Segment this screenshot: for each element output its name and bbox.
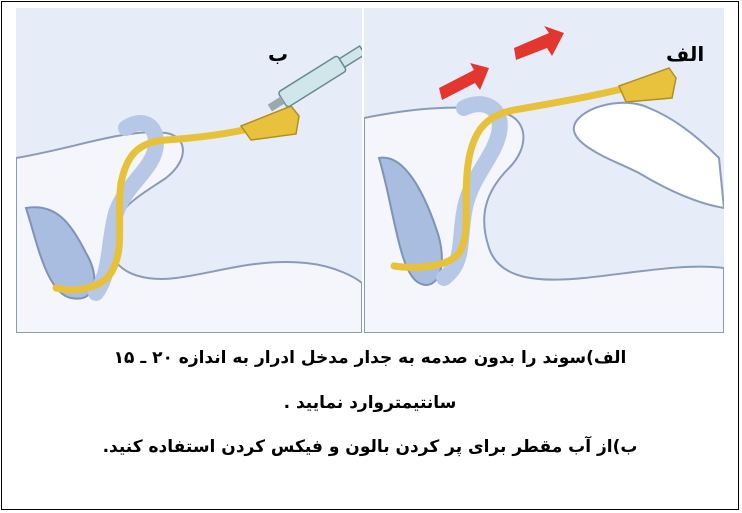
caption-line-3: ب)از آب مقطر برای پر کردن بالون و فیکس ک… xyxy=(16,437,724,457)
catheter-balloon-illustration xyxy=(16,8,362,333)
panel-a-label: الف xyxy=(666,42,704,66)
panel-b-label: ب xyxy=(268,42,288,66)
illustration-panel-b: ب xyxy=(16,8,362,333)
caption-line-2: سانتیمتروارد نمایید . xyxy=(16,393,724,413)
caption-line-1: الف)سوند را بدون صدمه به جدار مدخل ادرار… xyxy=(16,348,724,368)
illustration-panel-a: الف xyxy=(364,8,724,333)
